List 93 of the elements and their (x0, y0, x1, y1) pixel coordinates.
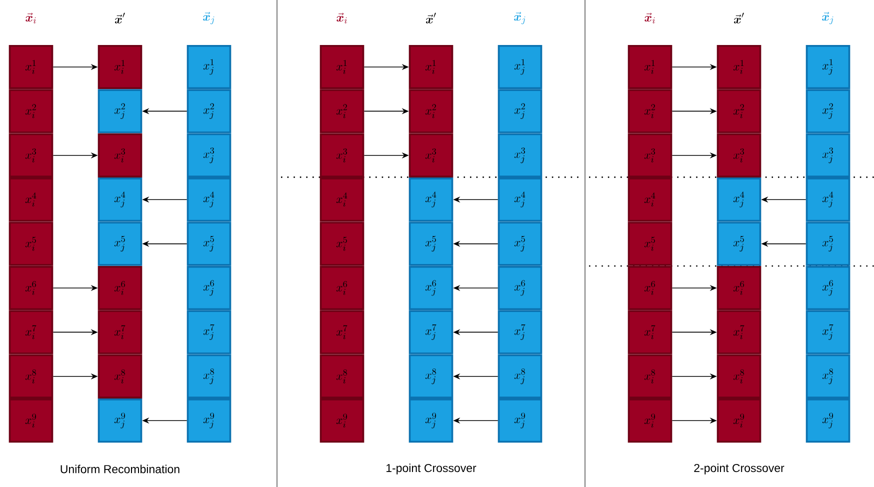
vector-cell: $x_j^8$ (408, 354, 454, 398)
vector-cell: $x_i^8$ (8, 354, 54, 398)
vector-cell: $x_i^9$ (716, 398, 762, 443)
vector-cell: $x_j^4$ (806, 178, 850, 222)
column-header: $\vec{\boldsymbol{x}}'$ (734, 12, 744, 24)
vector-cell: $x_i^3$ (98, 133, 142, 178)
vector-cell: $x_j^9$ (408, 398, 454, 443)
vector-cell: $x_i^7$ (716, 310, 762, 354)
vector-cell: $x_i^3$ (716, 133, 762, 178)
vector-cell: $x_j^3$ (186, 133, 232, 178)
vector-cell: $x_i^3$ (408, 133, 454, 178)
vector-cell: $x_j^9$ (98, 398, 142, 443)
vector-cell: $x_j^9$ (186, 398, 232, 443)
vector-cell: $x_j^1$ (806, 44, 850, 90)
vector-cell: $x_j^8$ (806, 354, 850, 398)
vector-cell: $x_i^9$ (320, 398, 364, 443)
vector-cell: $x_i^7$ (98, 310, 142, 354)
vector-cell: $x_i^2$ (320, 89, 364, 134)
vector-cell: $x_j^3$ (806, 133, 850, 178)
vector-cell: $x_i^5$ (628, 222, 672, 266)
vector-cell: $x_j^6$ (186, 266, 232, 310)
vector-cell: $x_j^4$ (716, 178, 762, 222)
column-header: $\vec{\boldsymbol{x}}'$ (426, 12, 436, 24)
vector-cell: $x_i^4$ (8, 178, 54, 222)
vector-cell: $x_i^5$ (320, 222, 364, 266)
vector-cell: $x_i^1$ (628, 44, 672, 90)
vector-cell: $x_j^5$ (98, 222, 142, 266)
vector-cell: $x_i^1$ (8, 44, 54, 90)
panel-caption: Uniform Recombination (60, 464, 180, 474)
vector-cell: $x_j^7$ (498, 310, 542, 354)
column-header: $\vec{\boldsymbol{x}}_i$ (26, 12, 36, 24)
vector-cell: $x_i^8$ (98, 354, 142, 398)
vector-cell: $x_j^4$ (408, 178, 454, 222)
column-header: $\vec{\boldsymbol{x}}'$ (115, 12, 125, 24)
vector-cell: $x_j^5$ (498, 222, 542, 266)
vector-cell: $x_j^5$ (408, 222, 454, 266)
vector-cell: $x_j^9$ (806, 398, 850, 443)
vector-cell: $x_i^1$ (320, 44, 364, 90)
vector-cell: $x_j^9$ (498, 398, 542, 443)
vector-cell: $x_i^3$ (8, 133, 54, 178)
vector-cell: $x_i^7$ (320, 310, 364, 354)
panel-caption: 1-point Crossover (386, 464, 476, 474)
vector-cell: $x_i^9$ (8, 398, 54, 443)
column-header: $\vec{\boldsymbol{x}}_i$ (644, 12, 655, 24)
vector-cell: $x_j^4$ (98, 178, 142, 222)
vector-cell: $x_j^2$ (186, 89, 232, 134)
vector-cell: $x_j^2$ (806, 89, 850, 134)
vector-cell: $x_i^2$ (408, 89, 454, 134)
vector-cell: $x_i^3$ (320, 133, 364, 178)
vector-cell: $x_i^2$ (8, 89, 54, 134)
column-header: $\vec{\boldsymbol{x}}_j$ (514, 12, 526, 24)
vector-cell: $x_j^7$ (186, 310, 232, 354)
vector-cell: $x_j^8$ (186, 354, 232, 398)
vector-cell: $x_j^5$ (186, 222, 232, 266)
vector-cell: $x_i^2$ (628, 89, 672, 134)
vector-cell: $x_i^6$ (628, 266, 672, 310)
vector-cell: $x_i^8$ (716, 354, 762, 398)
vector-cell: $x_j^6$ (498, 266, 542, 310)
vector-cell: $x_j^4$ (498, 178, 542, 222)
vector-cell: $x_i^8$ (320, 354, 364, 398)
vector-cell: $x_i^1$ (98, 44, 142, 90)
column-header: $\vec{\boldsymbol{x}}_i$ (336, 12, 347, 24)
column-header: $\vec{\boldsymbol{x}}_j$ (822, 12, 834, 24)
panel-caption: 2-point Crossover (694, 464, 784, 474)
vector-cell: $x_i^4$ (320, 178, 364, 222)
vector-cell: $x_j^4$ (186, 178, 232, 222)
vector-cell: $x_i^3$ (628, 133, 672, 178)
vector-cell: $x_i^4$ (628, 178, 672, 222)
column-header: $\vec{\boldsymbol{x}}_j$ (203, 12, 214, 24)
vector-cell: $x_j^5$ (716, 222, 762, 266)
vector-cell: $x_i^1$ (408, 44, 454, 90)
vector-cell: $x_j^5$ (806, 222, 850, 266)
vector-cell: $x_j^6$ (806, 266, 850, 310)
vector-cell: $x_j^6$ (408, 266, 454, 310)
vector-cell: $x_j^2$ (98, 89, 142, 134)
vector-cell: $x_i^8$ (628, 354, 672, 398)
vector-cell: $x_i^9$ (628, 398, 672, 443)
vector-cell: $x_i^6$ (98, 266, 142, 310)
vector-cell: $x_i^2$ (716, 89, 762, 134)
vector-cell: $x_j^1$ (186, 44, 232, 90)
vector-cell: $x_i^7$ (628, 310, 672, 354)
vector-cell: $x_j^8$ (498, 354, 542, 398)
vector-cell: $x_i^7$ (8, 310, 54, 354)
vector-cell: $x_j^7$ (408, 310, 454, 354)
vector-cell: $x_i^6$ (8, 266, 54, 310)
vector-cell: $x_i^5$ (8, 222, 54, 266)
vector-cell: $x_j^7$ (806, 310, 850, 354)
vector-cell: $x_j^3$ (498, 133, 542, 178)
vector-cell: $x_i^1$ (716, 44, 762, 90)
vector-cell: $x_j^1$ (498, 44, 542, 90)
vector-cell: $x_i^6$ (320, 266, 364, 310)
vector-cell: $x_i^6$ (716, 266, 762, 310)
vector-cell: $x_j^2$ (498, 89, 542, 134)
